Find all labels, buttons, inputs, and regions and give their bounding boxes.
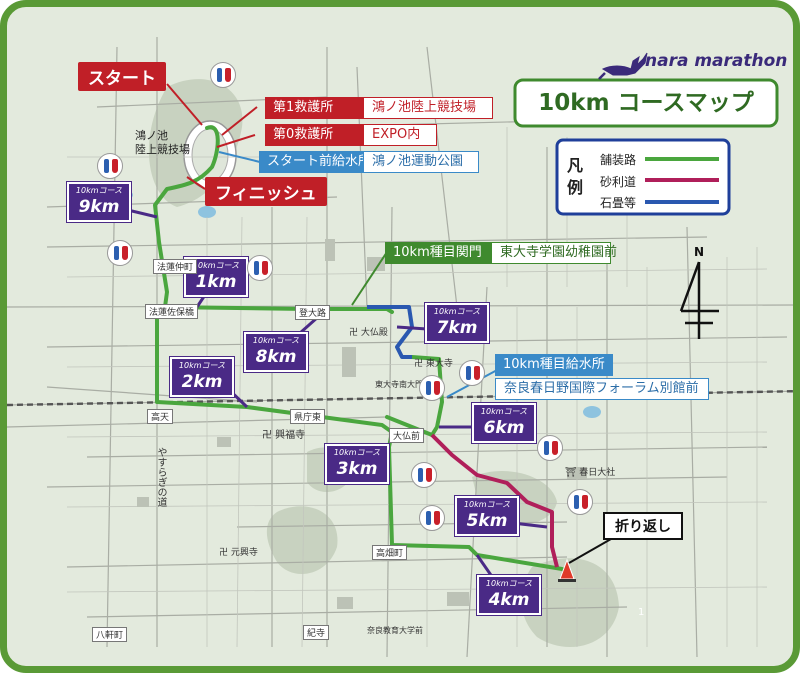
street-label: 法蓮佐保橋 — [145, 304, 199, 319]
km-marker-6: 10kmコース 6km — [472, 403, 536, 443]
km-marker-7: 10kmコース 7km — [425, 303, 489, 343]
km-marker-course: 10kmコース — [480, 407, 528, 416]
checkpoint-gate-place: 東大寺学園幼稚園前 — [491, 242, 617, 264]
street-label: 高畑町 — [372, 545, 408, 560]
km-marker-value: 9km — [78, 197, 120, 217]
restroom-icon — [419, 505, 445, 531]
km-marker-9: 10kmコース 9km — [67, 182, 131, 222]
aid-station-0-place: EXPO内 — [363, 124, 437, 146]
km-marker-value: 8km — [255, 347, 297, 367]
place-label: 東大寺南大門 — [375, 380, 423, 389]
restroom-icon — [107, 240, 133, 266]
restroom-icon — [411, 462, 437, 488]
buildings — [137, 239, 587, 609]
page-number: 1 — [638, 607, 645, 618]
place-label: 卍 元興寺 — [219, 548, 258, 558]
turnaround-label: 折り返し — [603, 512, 683, 540]
course-map — [7, 37, 793, 658]
route-stone — [367, 305, 414, 359]
km-marker-value: 7km — [436, 318, 478, 338]
terrain — [148, 79, 619, 647]
start-water-place: 鴻ノ池運動公園 — [363, 151, 479, 173]
legend-panel — [555, 138, 731, 216]
street-label: 法蓮仲町 — [153, 259, 198, 274]
place-label: 卍 興福寺 — [262, 430, 306, 441]
aid-station-1-place: 鴻ノ池陸上競技場 — [363, 97, 493, 119]
km-marker-value: 3km — [336, 459, 378, 479]
start-label: スタート — [78, 62, 166, 91]
km-marker-2: 10kmコース 2km — [170, 357, 234, 397]
legend-label-stone: 石畳等 — [600, 196, 637, 210]
water-station-name: 10km種目給水所 — [495, 354, 613, 376]
km-marker-8: 10kmコース 8km — [244, 332, 308, 372]
aid-station-1-name: 第1救護所 — [265, 97, 363, 119]
km-marker-value: 4km — [488, 590, 530, 610]
km-marker-course: 10kmコース — [178, 361, 226, 370]
km-marker-course: 10kmコース — [252, 336, 300, 345]
map-title: 10km コースマップ — [538, 90, 754, 116]
legend-heading: 凡 例 — [567, 156, 584, 197]
stadium-label: 鴻ノ池 陸上競技場 — [135, 129, 190, 156]
compass-label: N — [694, 245, 705, 259]
street-label: 登大路 — [295, 305, 331, 320]
place-label: ⛩ 春日大社 — [565, 468, 616, 478]
street-label: 紀寺 — [303, 625, 330, 640]
restroom-icon — [210, 62, 236, 88]
legend-label-gravel: 砂利道 — [600, 175, 637, 189]
railway — [7, 390, 793, 407]
km-marker-value: 5km — [466, 511, 508, 531]
restroom-icon — [537, 435, 563, 461]
restroom-icon — [459, 360, 485, 386]
stadium-track — [183, 120, 237, 190]
restroom-icon — [567, 489, 593, 515]
km-marker-course: 10kmコース — [192, 261, 240, 270]
street-label: 八軒町 — [92, 627, 128, 642]
finish-label: フィニッシュ — [205, 177, 327, 206]
start-water-name: スタート前給水所 — [259, 151, 371, 173]
km-marker-value: 1km — [195, 272, 237, 292]
street-label: 高天 — [147, 409, 174, 424]
checkpoint-gate-name: 10km種目関門 — [385, 242, 491, 264]
place-label: 卍 東大寺 — [414, 359, 453, 369]
place-label: 卍 大仏殿 — [349, 328, 388, 338]
km-marker-course: 10kmコース — [463, 500, 511, 509]
km-marker-value: 2km — [181, 372, 223, 392]
turnaround-cone-icon — [558, 558, 576, 582]
km-marker-course: 10kmコース — [433, 307, 481, 316]
km-marker-value: 6km — [483, 418, 525, 438]
km-marker-4: 10kmコース 4km — [477, 575, 541, 615]
place-label: やすらぎの道 — [155, 447, 166, 507]
km-marker-course: 10kmコース — [75, 186, 123, 195]
restroom-icon — [247, 255, 273, 281]
brand-name: nara marathon — [645, 51, 788, 71]
title-panel — [513, 78, 779, 128]
street-label: 県庁東 — [290, 409, 326, 424]
water-station-place: 奈良春日野国際フォーラム別館前 — [495, 378, 709, 400]
km-marker-course: 10kmコース — [333, 448, 381, 457]
restroom-icon — [97, 153, 123, 179]
km-marker-5: 10kmコース 5km — [455, 496, 519, 536]
aid-station-0-name: 第0救護所 — [265, 124, 363, 146]
km-marker-course: 10kmコース — [485, 579, 533, 588]
legend-label-paved: 舗装路 — [600, 153, 637, 167]
compass-icon — [679, 261, 719, 339]
place-label: 奈良教育大学前 — [367, 626, 423, 635]
route-gravel — [430, 433, 559, 568]
deer-logo-icon — [598, 52, 648, 80]
street-label: 大仏前 — [389, 428, 425, 443]
km-marker-3: 10kmコース 3km — [325, 444, 389, 484]
restroom-icon — [419, 375, 445, 401]
